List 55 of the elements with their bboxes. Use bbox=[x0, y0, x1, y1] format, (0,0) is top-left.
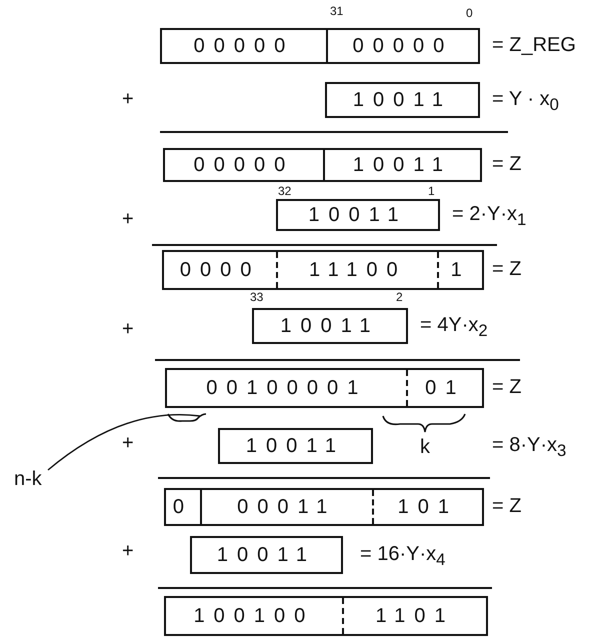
bit-digits: 01 bbox=[406, 370, 482, 406]
operator: + bbox=[122, 432, 134, 455]
bit-digits: 0000 bbox=[178, 258, 262, 282]
equation-label: = 4Y·x$_{2}$ bbox=[420, 314, 488, 341]
equation-label: = Z bbox=[492, 258, 522, 281]
bit-digits: 10011 bbox=[244, 434, 346, 458]
bit-digits: 11100 bbox=[276, 252, 438, 288]
operator: + bbox=[122, 88, 134, 111]
bit-digits: 100100 bbox=[192, 604, 316, 628]
bit-index: 0 bbox=[466, 6, 473, 20]
bit-digits: 00011 bbox=[200, 490, 372, 524]
register-box bbox=[190, 536, 343, 574]
annotation-text: k bbox=[420, 436, 430, 459]
equation-label: = 2·Y·x$_{1}$ bbox=[452, 203, 526, 230]
bit-digits: 00000 bbox=[326, 30, 478, 62]
equation-label: = Z bbox=[492, 153, 522, 176]
brace bbox=[167, 413, 206, 422]
equation-label: = 8·Y·x$_{3}$ bbox=[492, 434, 566, 461]
register-box bbox=[163, 148, 482, 182]
bit-digits: 00000 bbox=[192, 34, 296, 58]
bit-digits: 0 bbox=[172, 494, 194, 520]
bit-digits: 10011 bbox=[352, 88, 454, 112]
operator: + bbox=[122, 318, 134, 341]
bit-digits: 10011 bbox=[322, 150, 480, 180]
equation-label: = Y · x$_{0}$ bbox=[492, 88, 559, 115]
leader-line bbox=[48, 414, 200, 471]
bit-digits: 00100001 bbox=[205, 376, 368, 400]
register-box bbox=[276, 199, 440, 231]
bit-digits: 00000 bbox=[192, 152, 296, 178]
bit-index: 31 bbox=[330, 4, 344, 18]
bit-digits: 1 bbox=[437, 252, 482, 288]
bit-index: 1 bbox=[428, 184, 435, 198]
bit-digits: 101 bbox=[372, 490, 482, 524]
bit-index: 33 bbox=[250, 290, 264, 304]
register-box bbox=[165, 368, 484, 408]
equation-label: = Z bbox=[492, 376, 522, 399]
equation-label: = 16·Y·x$_{4}$ bbox=[360, 543, 446, 570]
bit-digits: 10011 bbox=[216, 542, 318, 568]
register-box bbox=[325, 82, 480, 118]
operator: + bbox=[122, 208, 134, 231]
register-box bbox=[218, 428, 373, 464]
operator: + bbox=[122, 540, 134, 563]
bit-digits: 10011 bbox=[307, 202, 409, 228]
bit-digits: 1101 bbox=[342, 598, 486, 634]
bit-index: 2 bbox=[396, 290, 403, 304]
register-box bbox=[252, 308, 408, 344]
register-box bbox=[160, 28, 480, 64]
bit-digits: 10011 bbox=[279, 314, 381, 338]
register-box bbox=[164, 596, 488, 636]
equation-label: = Z bbox=[492, 495, 522, 518]
register-box bbox=[164, 488, 484, 526]
equation-label: = Z_REG bbox=[492, 34, 576, 57]
annotation-text: n-k bbox=[14, 468, 42, 491]
register-box bbox=[162, 250, 484, 290]
bit-index: 32 bbox=[278, 184, 292, 198]
